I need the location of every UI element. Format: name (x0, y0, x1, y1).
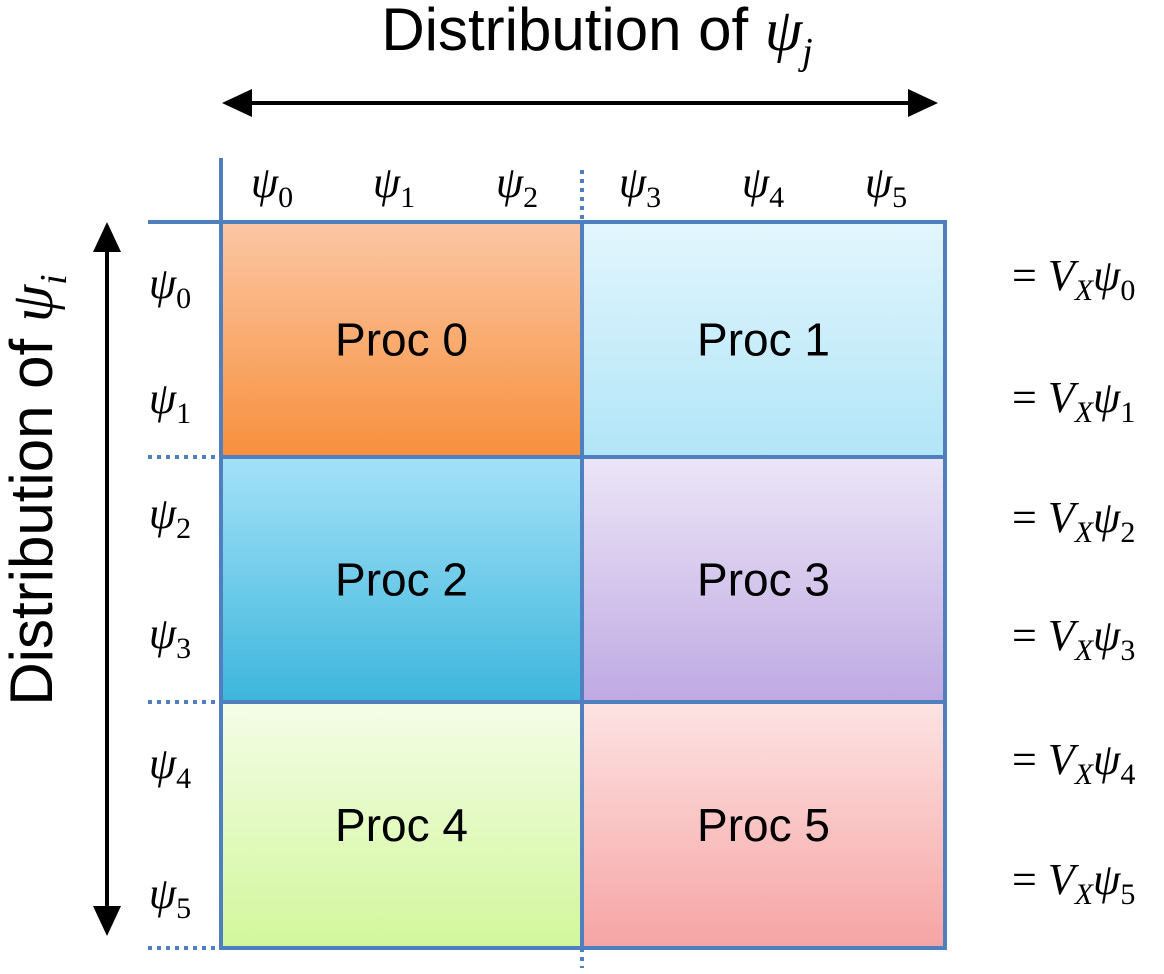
equation-2: = VXψ2 (1012, 493, 1135, 549)
proc-label-2: Proc 2 (335, 554, 468, 606)
row-header-5: ψ5 (149, 869, 191, 925)
proc-label-0: Proc 0 (335, 314, 468, 366)
equation-1: = VXψ1 (1012, 373, 1135, 429)
column-header-2: ψ2 (496, 158, 538, 214)
column-header-1: ψ1 (373, 158, 415, 214)
row-header-2: ψ2 (149, 489, 191, 545)
proc-block-5 (582, 702, 945, 948)
row-header-0: ψ0 (149, 259, 191, 315)
column-header-3: ψ3 (619, 158, 661, 214)
row-header-1: ψ1 (149, 374, 191, 430)
process-blocks: Proc 0 Proc 1 Proc 2 Proc 3 Proc 4 Proc 5 (221, 222, 945, 948)
proc-block-1 (582, 222, 945, 457)
column-headers: ψ0 ψ1 ψ2 ψ3 ψ4 ψ5 (251, 158, 907, 214)
column-header-4: ψ4 (742, 158, 784, 214)
equation-5: = VXψ5 (1012, 855, 1135, 911)
proc-label-1: Proc 1 (697, 314, 830, 366)
proc-block-0 (221, 222, 582, 457)
equation-0: = VXψ0 (1012, 251, 1135, 307)
row-header-3: ψ3 (149, 609, 191, 665)
column-header-5: ψ5 (865, 158, 907, 214)
column-distribution-arrow (222, 89, 938, 117)
equation-3: = VXψ3 (1012, 611, 1135, 667)
proc-label-4: Proc 4 (335, 799, 468, 851)
equations: = VXψ0 = VXψ1 = VXψ2 = VXψ3 = VXψ4 = VXψ5 (1012, 251, 1135, 911)
proc-block-2 (221, 457, 582, 702)
row-header-4: ψ4 (149, 739, 191, 795)
proc-block-3 (582, 457, 945, 702)
column-distribution-title: Distribution of ψj (381, 0, 812, 73)
row-distribution-arrow (93, 222, 121, 936)
proc-label-3: Proc 3 (697, 554, 830, 606)
row-headers: ψ0 ψ1 ψ2 ψ3 ψ4 ψ5 (149, 259, 191, 925)
grid-lines (148, 158, 947, 968)
row-distribution-title: Distribution of ψi (0, 274, 75, 705)
proc-label-5: Proc 5 (697, 799, 830, 851)
equation-4: = VXψ4 (1012, 735, 1135, 791)
proc-block-4 (221, 702, 582, 948)
column-header-0: ψ0 (251, 158, 293, 214)
